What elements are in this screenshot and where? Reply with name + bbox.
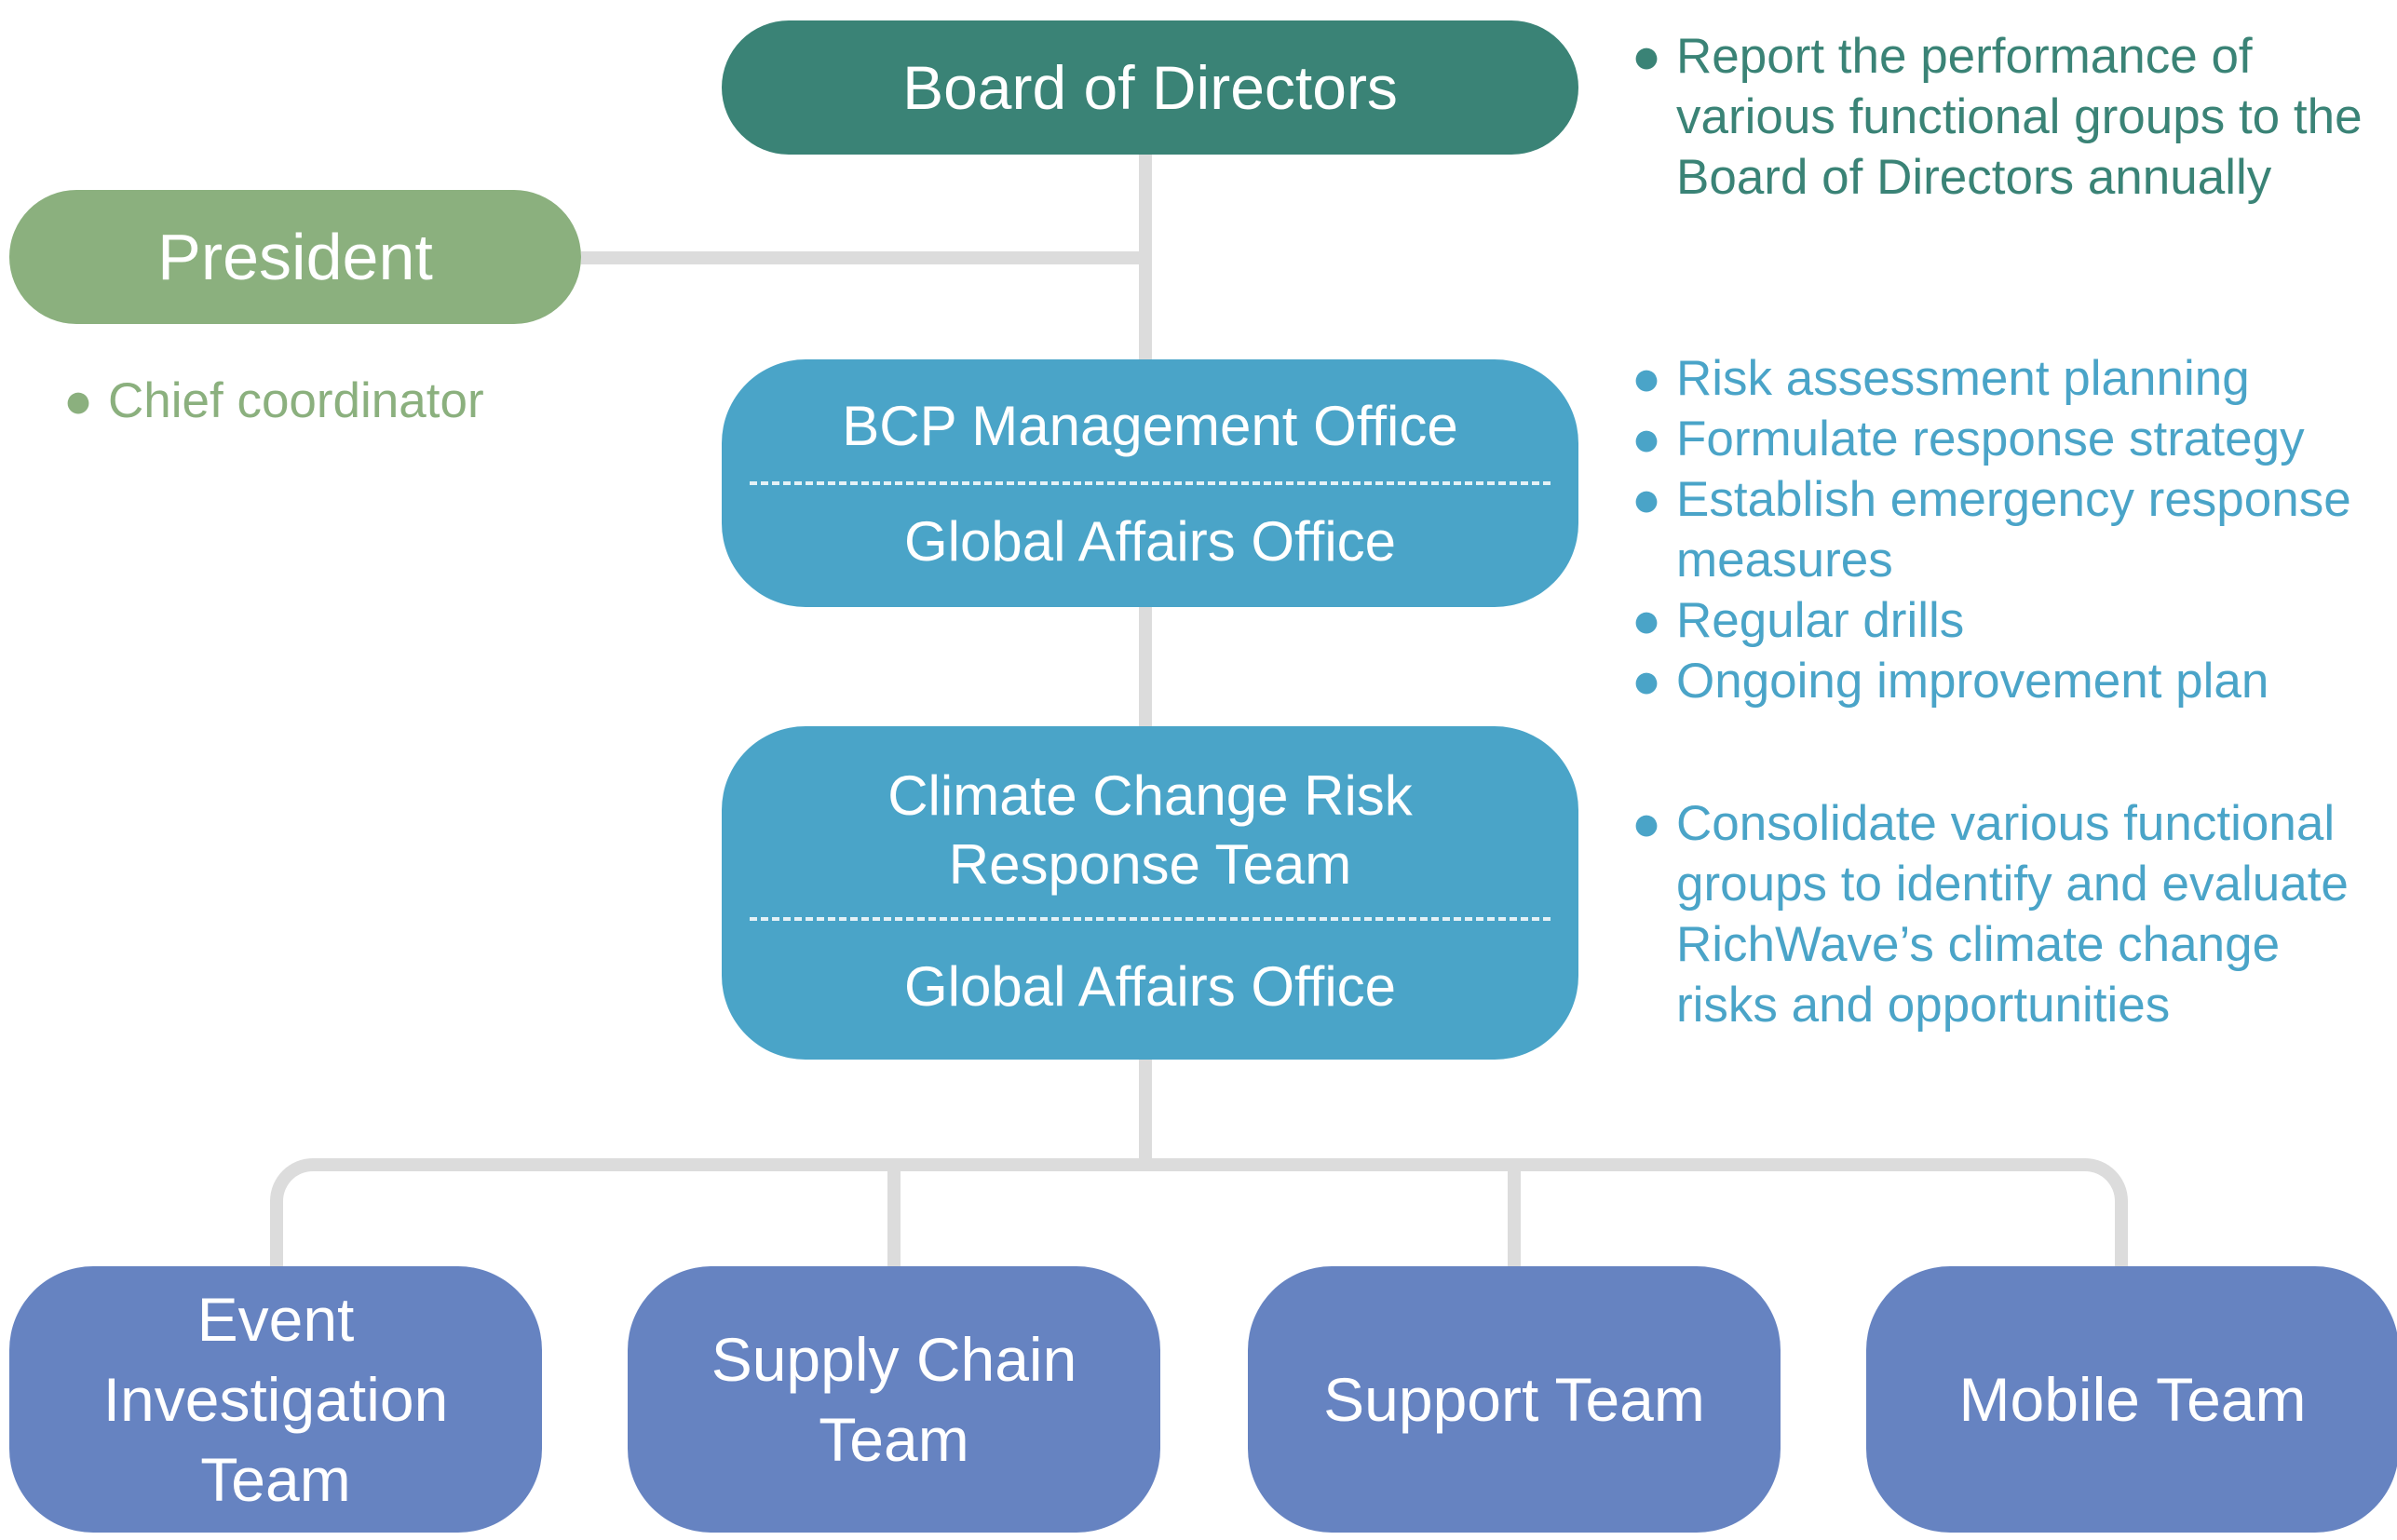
team-label-line: Mobile Team (1958, 1365, 2307, 1434)
team-node-supply-chain: Supply Chain Team (628, 1266, 1160, 1533)
connector-team-2 (887, 1164, 901, 1266)
bullet-icon: ● (1632, 593, 1662, 648)
climate-team-title-line-2: Response Team (948, 833, 1352, 896)
climate-notes: ●Consolidate various functional groups t… (1628, 793, 2373, 1035)
president-notes: ●Chief coordinator (60, 371, 581, 431)
note-item: ●Chief coordinator (60, 371, 581, 431)
team-label-line: Support Team (1323, 1365, 1705, 1434)
team-label-line: Supply Chain (711, 1325, 1077, 1394)
connector-president (581, 251, 1152, 264)
note-item: ●Regular drills (1628, 590, 2391, 651)
bcp-office-subtitle: Global Affairs Office (903, 509, 1397, 573)
connector-team-3 (1508, 1164, 1521, 1266)
note-item: ●Risk assessment planning (1628, 348, 2391, 409)
climate-team-subtitle: Global Affairs Office (903, 954, 1397, 1018)
divider (750, 917, 1551, 921)
note-item: ●Report the performance of various funct… (1628, 26, 2373, 208)
note-item: ●Establish emergency response measures (1628, 469, 2391, 590)
team-node-event-investigation: Event Investigation Team (9, 1266, 542, 1533)
climate-team-title: Climate Change Risk Response Team (722, 735, 1578, 917)
board-label: Board of Directors (902, 53, 1398, 122)
bullet-icon: ● (1632, 654, 1662, 709)
board-notes: ●Report the performance of various funct… (1628, 26, 2373, 208)
climate-risk-team-node: Climate Change Risk Response Team Global… (722, 726, 1578, 1060)
connector-bcp-to-climate (1139, 607, 1152, 726)
team-label-line: Team (200, 1445, 351, 1514)
team-node-mobile: Mobile Team (1866, 1266, 2397, 1533)
president-node: President (9, 190, 581, 324)
bcp-notes: ●Risk assessment planning ●Formulate res… (1628, 348, 2391, 711)
board-of-directors-node: Board of Directors (722, 20, 1578, 155)
climate-team-title-line-1: Climate Change Risk (887, 764, 1413, 827)
note-item: ●Formulate response strategy (1628, 409, 2391, 469)
bullet-icon: ● (1632, 796, 1662, 851)
team-label-line: Team (819, 1405, 969, 1474)
bullet-icon: ● (1632, 412, 1662, 466)
note-item: ●Consolidate various functional groups t… (1628, 793, 2373, 1035)
team-label-line: Event (196, 1285, 355, 1354)
bullet-icon: ● (1632, 472, 1662, 527)
bullet-icon: ● (1632, 29, 1662, 84)
connector-team-bus (270, 1158, 2128, 1270)
bullet-icon: ● (1632, 351, 1662, 406)
team-node-support: Support Team (1248, 1266, 1781, 1533)
president-label: President (157, 221, 433, 293)
team-label-line: Investigation (102, 1365, 449, 1434)
divider (750, 481, 1551, 485)
connector-climate-to-bus (1139, 1060, 1152, 1169)
bcp-office-title: BCP Management Office (842, 394, 1458, 457)
bcp-management-office-node: BCP Management Office Global Affairs Off… (722, 359, 1578, 607)
note-item: ●Ongoing improvement plan (1628, 651, 2391, 711)
bullet-icon: ● (63, 373, 94, 428)
